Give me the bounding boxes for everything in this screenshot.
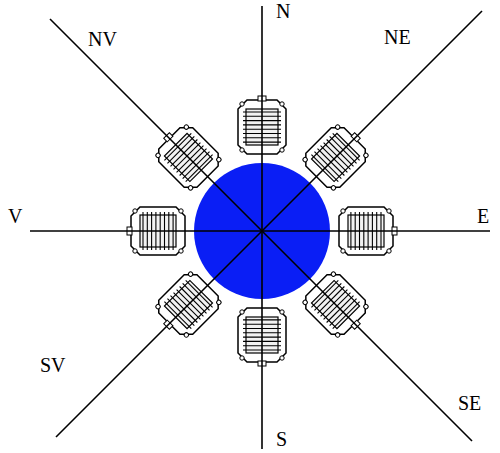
direction-label: SE bbox=[458, 392, 481, 414]
direction-label: S bbox=[276, 428, 287, 450]
direction-label: NE bbox=[384, 26, 411, 48]
axis-line bbox=[261, 6, 263, 449]
direction-label: V bbox=[8, 205, 22, 227]
compass-axes bbox=[30, 6, 490, 449]
axis-line bbox=[56, 11, 482, 437]
direction-label: NV bbox=[88, 28, 117, 50]
axis-line bbox=[50, 19, 472, 441]
direction-label: N bbox=[276, 0, 290, 22]
axis-line bbox=[30, 230, 490, 232]
direction-label: E bbox=[477, 205, 489, 227]
direction-label: SV bbox=[40, 354, 66, 376]
